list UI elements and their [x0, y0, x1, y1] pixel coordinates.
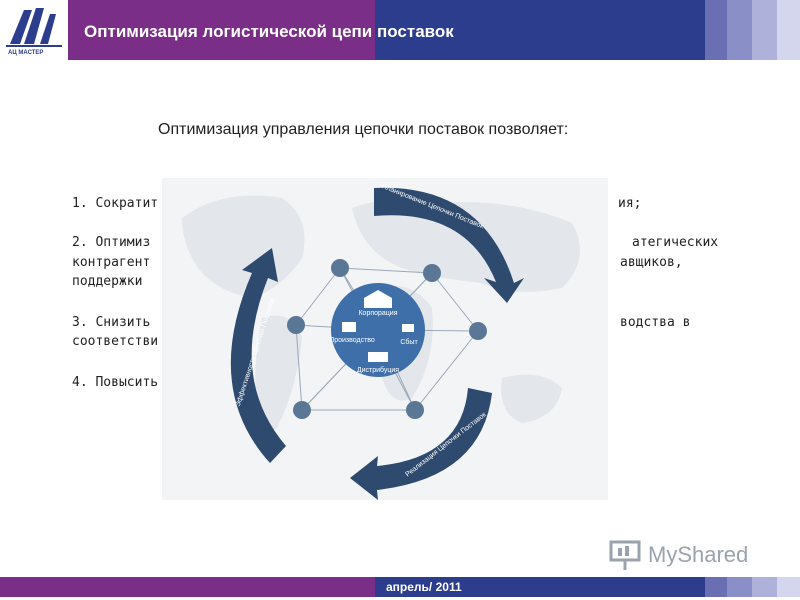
list-item-2: 2. Оптимиз: [72, 235, 151, 250]
network-nodes: [287, 259, 487, 419]
list-item-3: 3. Снизить: [72, 315, 151, 330]
list-item-2-tail: атегических: [632, 235, 719, 250]
list-item-2-line2-tail: авщиков,: [620, 255, 683, 270]
header-stripe: [777, 0, 800, 60]
list-item-3-line2: соответстви: [72, 334, 159, 349]
content-heading: Оптимизация управления цепочки поставок …: [158, 121, 569, 138]
footer-stripe: [752, 577, 777, 597]
list-item-1-tail: ия;: [618, 196, 642, 211]
footer-stripe: [727, 577, 752, 597]
presentation-icon: [609, 540, 641, 570]
header-stripe: [705, 0, 727, 60]
hub-label-dist: Дистрибуция: [357, 366, 399, 374]
footer-date: апрель/ 2011: [386, 580, 462, 594]
footer-bar-purple: [0, 577, 375, 597]
arrow-planning: [374, 187, 524, 303]
list-item-2-line2: контрагент: [72, 255, 151, 270]
list-item-4: 4. Повысить: [72, 375, 159, 390]
hub-icons: [342, 290, 414, 362]
hub-label-prod: Производство: [329, 337, 375, 344]
list-item-1: 1. Сократит: [72, 196, 159, 211]
logo-text: АЦ МАСТЕР: [8, 50, 44, 56]
company-logo: [0, 0, 68, 60]
logo-icon: [6, 8, 62, 47]
header-bar-blue: [375, 0, 705, 60]
header-stripe: [727, 0, 752, 60]
watermark-text: MyShared: [648, 542, 749, 567]
center-hub: [331, 283, 425, 377]
footer-bar-blue: [375, 577, 705, 597]
hub-label-corp: Корпорация: [358, 310, 397, 317]
list-item-3-tail: водства в: [620, 315, 691, 330]
slide-title: Оптимизация логистической цепи поставок: [84, 22, 454, 41]
footer-stripe: [705, 577, 727, 597]
header-stripe: [752, 0, 777, 60]
arrow-efficiency: [230, 248, 286, 463]
hub-label-sales: Сбыт: [400, 338, 418, 346]
arrow-implementation: [350, 388, 492, 500]
list-item-2-line3: поддержки: [72, 274, 143, 289]
supply-chain-diagram: Корпорация Производство Сбыт Дистрибуция…: [162, 178, 608, 500]
footer-stripe: [777, 577, 800, 597]
header-bar-purple: [68, 0, 375, 60]
watermark: [608, 538, 768, 572]
